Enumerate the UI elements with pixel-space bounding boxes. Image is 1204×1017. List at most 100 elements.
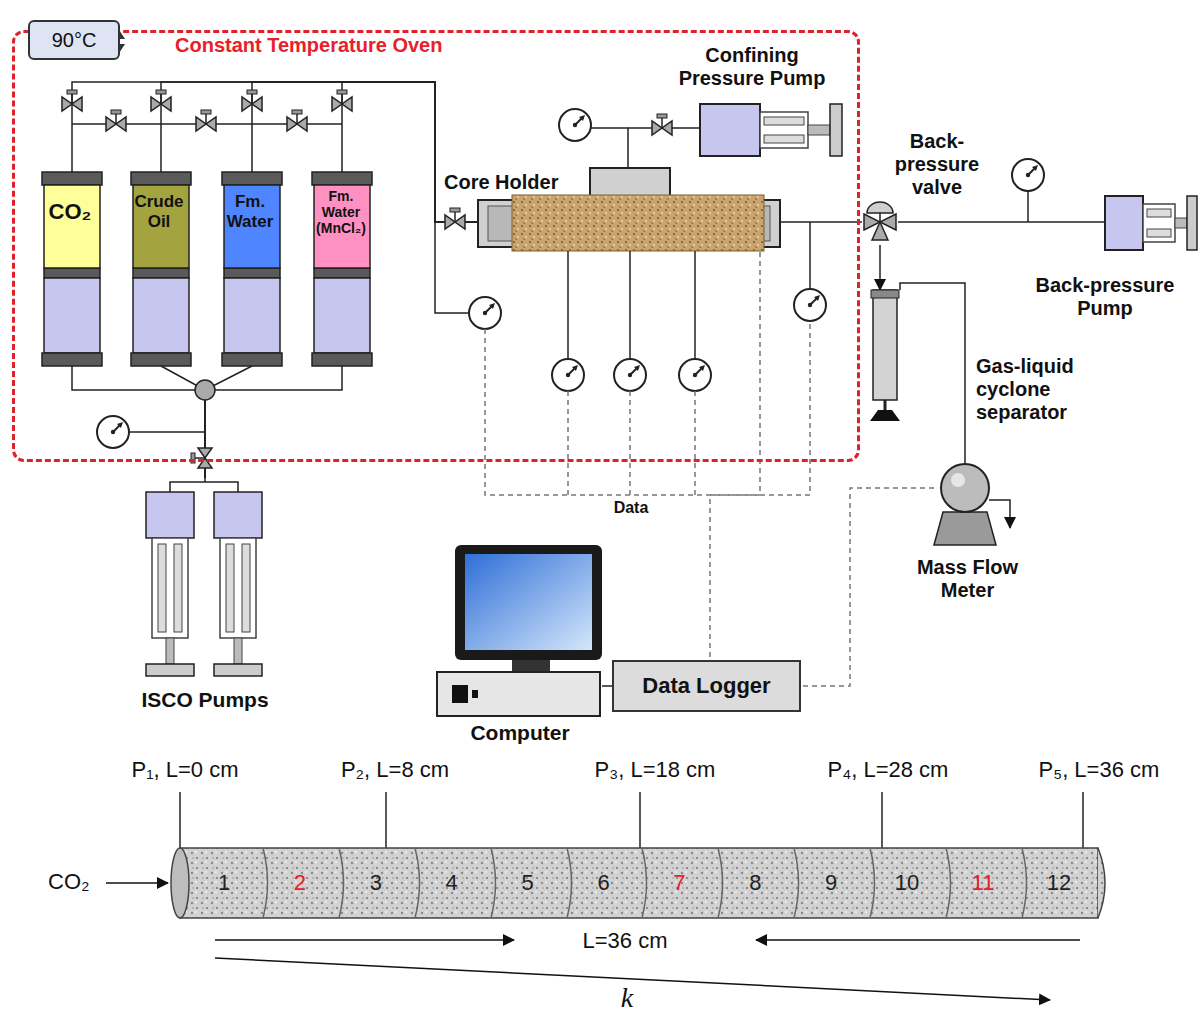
pump-manifold [129,431,205,433]
node-label: CO₂ [42,172,98,252]
node-label: Constant Temperature Oven [175,34,505,57]
syringe-pump-drawing [226,544,234,632]
segment-divider [491,848,496,918]
node-label: Mass Flow Meter [895,556,1040,602]
pump-manifold [170,482,238,492]
cyclone-separator: Gas-liquid cyclone separator [870,290,906,421]
core-holder: Core Holder [478,168,780,252]
syringe-pump-drawing [174,544,182,632]
inlet-manifold [62,90,82,111]
back-pressure-pump-drawing [1175,218,1187,228]
segment-divider [415,848,420,918]
computer-drawing [452,685,468,703]
signal-wires [629,391,631,495]
pressure-tap-label: P₅, L=36 cm [1009,757,1189,782]
segment-number: 9 [809,870,853,895]
core-holder-drawing [552,359,584,391]
pressure-tap-label: P₄, L=28 cm [798,757,978,782]
core-holder-drawing [567,251,569,359]
mass-flow-meter-drawing [989,500,1010,528]
core-holder-drawing [614,359,646,391]
confining-pump-drawing [559,104,842,156]
computer-drawing [437,545,602,716]
core-holder-drawing [478,168,826,391]
syringe-pumps: ISCO Pumps [140,478,270,686]
inlet-manifold [445,208,465,229]
segment-number: 5 [506,870,550,895]
core-segments [263,848,1027,918]
separator-drawing [884,400,887,410]
pressure-tap-leaders [385,792,387,848]
back-pressure-pump-drawing [1105,196,1143,250]
back-pressure-valve: Back- pressure valve [862,205,898,245]
pressure-tap-label: P₂, L=8 cm [305,757,485,782]
back-pressure-pump-drawing [1147,209,1171,217]
core-holder-drawing [679,359,711,391]
pipe-line [780,221,862,223]
separator-drawing [870,410,900,421]
confining-pump-drawing [559,109,591,141]
node-label: 90°C [30,22,118,58]
computer: Computer [436,545,602,718]
computer-drawing [512,660,550,672]
back-pressure-pump-drawing [1105,196,1197,250]
flow-arrows [756,939,1080,941]
pipe-line [628,128,700,168]
syringe-pump-drawing [166,638,174,664]
inlet-manifold [106,110,126,131]
node-label: Confining Pressure Pump [672,44,832,90]
core-holder-drawing [629,251,631,359]
pipe-line [602,685,612,687]
mass-flow-meter: Mass Flow Meter [934,463,996,546]
pressure-tap-leaders [180,792,1083,848]
signal-line [801,488,934,686]
syringe-pump-drawing [242,544,250,632]
segment-number: 2 [278,870,322,895]
inlet-manifold [287,110,307,131]
syringe-pump-drawing [214,664,262,676]
tracer-cylinder: Fm. Water (MnCl₂) [312,172,372,366]
separator-drawing [870,290,900,421]
segment-divider [339,848,344,918]
back-pressure-pump: Back-pressure Pump [1105,196,1198,250]
inlet-manifold [242,90,262,111]
pressure-tap-label: P₃, L=18 cm [565,757,745,782]
syringe-pump-drawing [146,492,262,676]
back-pressure-pump-drawing [1187,196,1197,250]
pressure-tap-leaders [1082,792,1084,848]
inlet-manifold [151,90,171,111]
tracer-cylinder-drawing [312,172,372,366]
core-segments [171,848,189,918]
computer-drawing [455,545,602,660]
oil-cylinder-drawing [131,172,191,366]
core-holder-drawing [694,251,696,359]
syringe-pump-drawing [152,538,188,638]
gas-cylinder-drawing [42,172,102,366]
back-pressure-valve-drawing [1012,159,1044,191]
confining-pump: Confining Pressure Pump [700,104,842,156]
segment-divider [946,848,951,918]
back-pressure-pump-drawing [1147,229,1171,237]
computer-drawing [472,690,478,698]
segment-divider [263,848,268,918]
separator-drawing [873,290,897,400]
segment-divider [567,848,572,918]
pressure-tap-leaders [881,792,883,848]
separator-drawing [871,290,899,298]
node-label: Core Holder [444,171,584,194]
gas-cylinder: CO₂ [42,172,102,366]
core-segments [180,848,1098,918]
confining-pump-drawing [700,104,760,156]
segment-number: 3 [354,870,398,895]
dimension-label: L=36 cm [570,928,680,953]
mass-flow-meter-drawing [934,464,1010,545]
syringe-pump-drawing [158,544,166,632]
node-label: Back- pressure valve [882,130,992,199]
confining-pump-drawing [590,127,628,129]
back-pressure-valve-drawing [867,202,893,213]
oil-cylinder-drawing [131,172,191,366]
core-holder-drawing [512,195,764,251]
core-segments [1098,848,1105,918]
